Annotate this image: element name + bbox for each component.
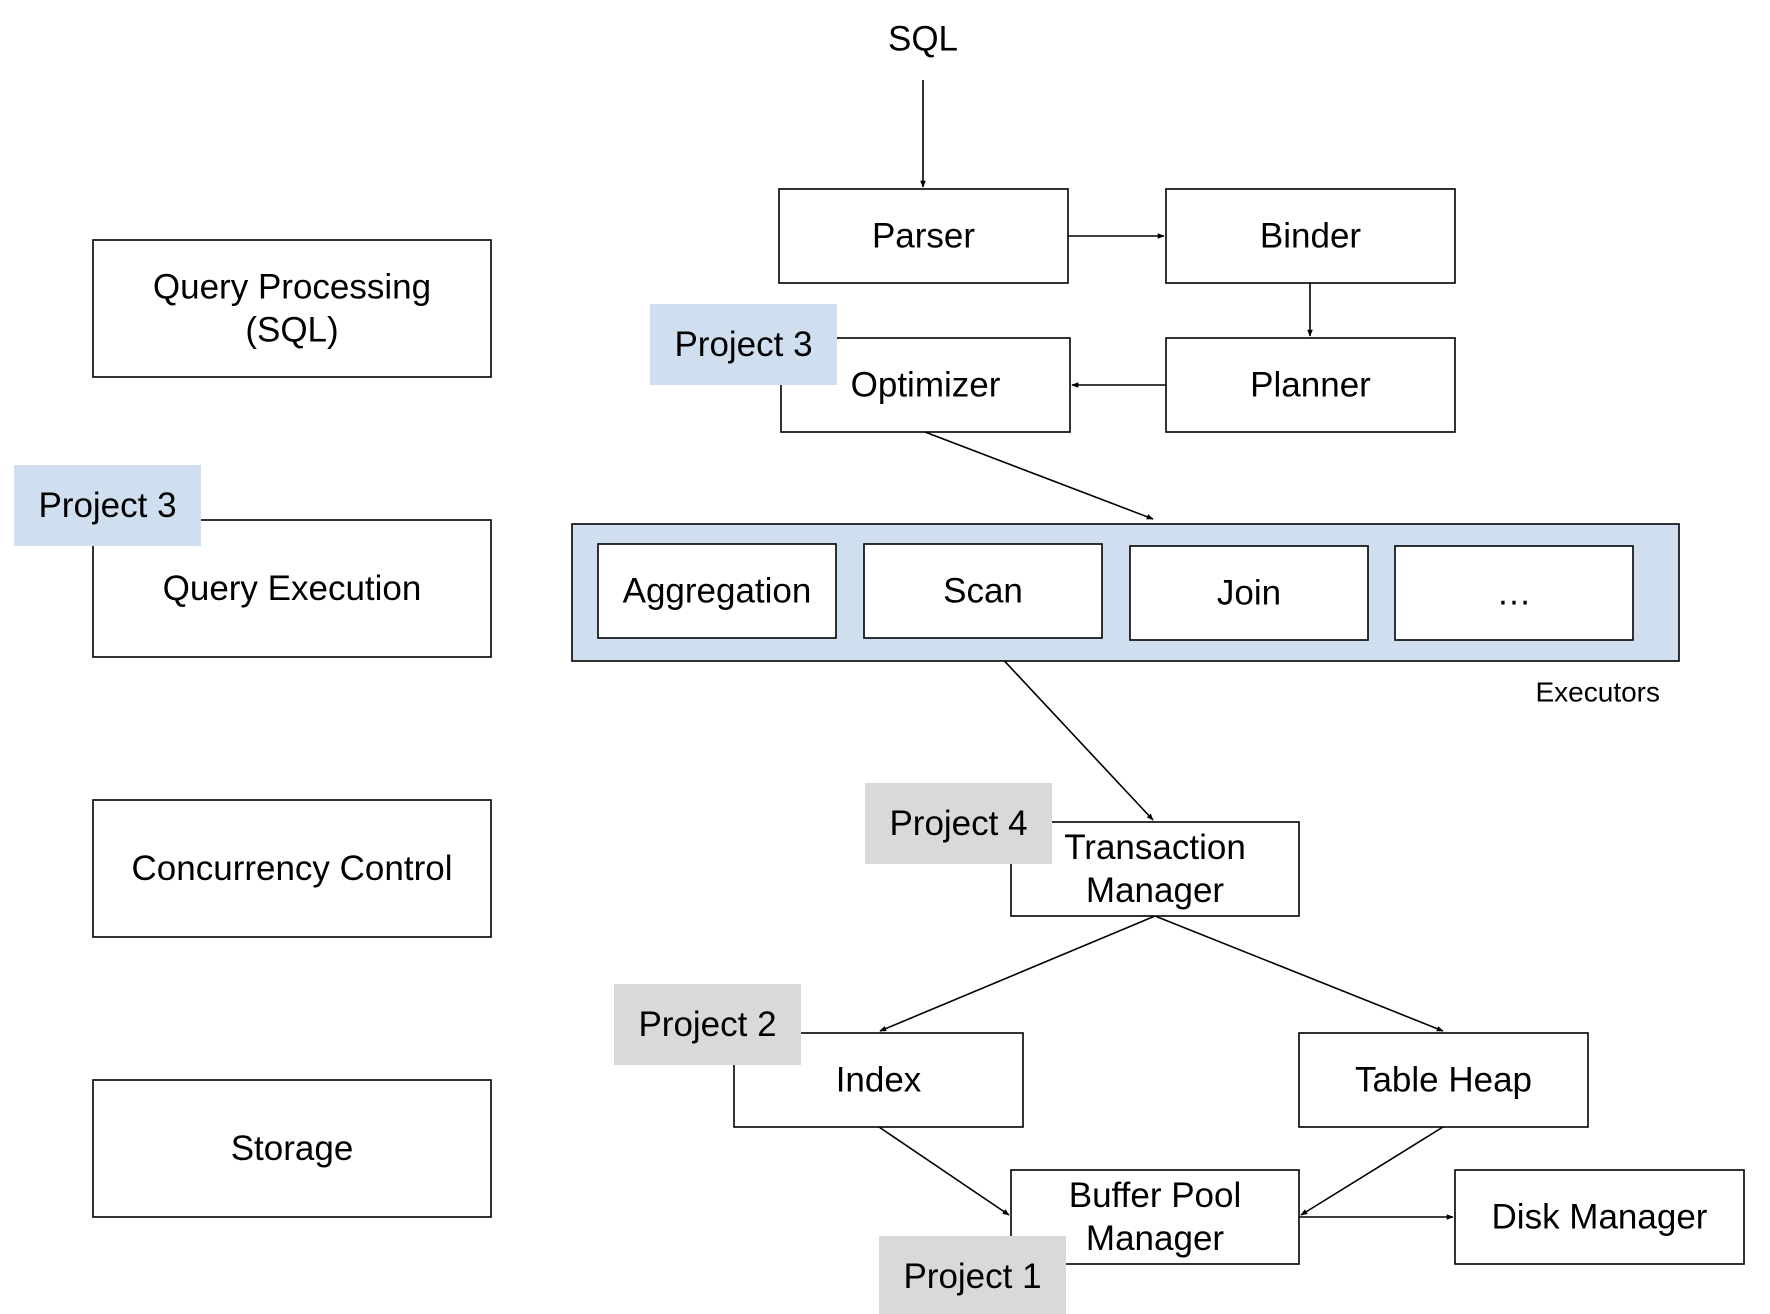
binder-label-line-1: Binder (1260, 217, 1362, 256)
layer-storage: Storage (92, 1079, 492, 1218)
executor-aggregation: Aggregation (597, 543, 837, 639)
executor-box (1394, 545, 1634, 641)
project-tag-background (865, 783, 1052, 864)
transaction-manager-label-line-2: Manager (1086, 871, 1224, 910)
query-processing-label-line-2: (SQL) (245, 311, 338, 350)
component-box (1454, 1169, 1745, 1265)
component-box (1010, 821, 1300, 917)
project-tag-label: Project 4 (889, 804, 1027, 843)
parser-label-line-1: Parser (872, 217, 975, 256)
tag-query-execution: Project 3 (14, 465, 201, 546)
query-execution-label-line-1: Query Execution (163, 569, 422, 608)
disk-manager-label-line-1: Disk Manager (1492, 1198, 1708, 1237)
component-box (778, 188, 1069, 284)
edge-index-to-buffer-pool-manager (878, 1126, 1010, 1216)
component-disk-manager: Disk Manager (1454, 1169, 1745, 1265)
query-processing-label-line-1: Query Processing (153, 268, 431, 307)
project-tag-label: Project 2 (638, 1005, 776, 1044)
sql-input-label: SQL (888, 20, 958, 59)
edge-transaction-manager-to-table-heap (1154, 915, 1444, 1032)
component-planner: Planner (1165, 337, 1456, 433)
executor-join: Join (1129, 545, 1369, 641)
tag-index: Project 2 (614, 984, 801, 1065)
edge-optimizer-to-executors (924, 431, 1154, 520)
index-label-line-1: Index (836, 1061, 922, 1100)
optimizer-label-line-1: Optimizer (851, 366, 1001, 405)
tag-optimizer: Project 3 (650, 304, 837, 385)
layer-concurrency-control: Concurrency Control (92, 799, 492, 938)
executors-group: Aggregation Scan Join … Executors (571, 523, 1680, 708)
table-heap-label-line-1: Table Heap (1355, 1061, 1532, 1100)
planner-label-line-1: Planner (1250, 366, 1371, 405)
edge-table-heap-to-buffer-pool-manager (1300, 1126, 1444, 1216)
executor-join-label: Join (1217, 574, 1281, 613)
layer-box (92, 1079, 492, 1218)
executor-scan: Scan (863, 543, 1103, 639)
project-tag-label: Project 1 (903, 1257, 1041, 1296)
executor-box (863, 543, 1103, 639)
layer-box (92, 239, 492, 378)
executor-more-label: … (1497, 574, 1532, 613)
layer-box (92, 799, 492, 938)
component-box (1165, 337, 1456, 433)
component-box (1165, 188, 1456, 284)
executor-aggregation-label: Aggregation (623, 572, 812, 611)
executors-caption: Executors (1536, 677, 1661, 708)
project-tag-background (14, 465, 201, 546)
project-tag-background (650, 304, 837, 385)
project-tag-label: Project 3 (38, 486, 176, 525)
edges (878, 80, 1454, 1220)
component-binder: Binder (1165, 188, 1456, 284)
edge-transaction-manager-to-index (879, 915, 1156, 1032)
project-tag-background (614, 984, 801, 1065)
tag-buffer-pool: Project 1 (879, 1236, 1066, 1314)
executor-scan-label: Scan (943, 572, 1023, 611)
nodes: SQL Query Processing (SQL) Query ExecutionC… (92, 20, 1745, 1265)
component-box (1298, 1032, 1589, 1128)
edge-scan-to-transaction-manager (982, 637, 1154, 821)
concurrency-control-label-line-1: Concurrency Control (132, 849, 453, 888)
storage-label-line-1: Storage (231, 1129, 354, 1168)
executor-box (1129, 545, 1369, 641)
project-tag-background (879, 1236, 1066, 1314)
executor-box (597, 543, 837, 639)
project-tag-label: Project 3 (674, 325, 812, 364)
buffer-pool-manager-label-line-1: Buffer Pool (1069, 1176, 1242, 1215)
layer-query-processing: Query Processing (SQL) (92, 239, 492, 378)
component-parser: Parser (778, 188, 1069, 284)
buffer-pool-manager-label-line-2: Manager (1086, 1219, 1224, 1258)
component-table-heap: Table Heap (1298, 1032, 1589, 1128)
tag-transaction-manager: Project 4 (865, 783, 1052, 864)
project-tags: Project 3 Project 3 Project 4 Project 2 Proj… (14, 304, 1066, 1314)
executor-more: … (1394, 545, 1634, 641)
transaction-manager-label-line-1: Transaction (1064, 828, 1246, 867)
